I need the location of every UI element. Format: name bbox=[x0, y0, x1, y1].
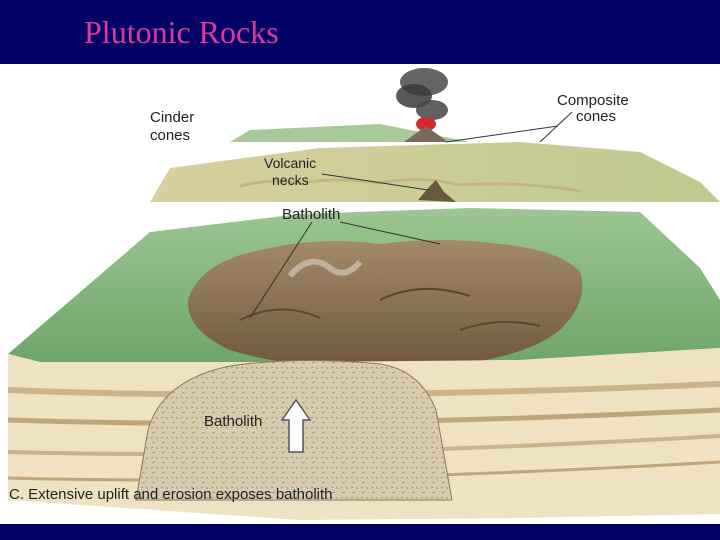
label-volcanic-necks-line2: necks bbox=[272, 172, 309, 188]
label-composite-cones-line1: Composite bbox=[557, 92, 629, 109]
header-bar: Plutonic Rocks bbox=[0, 0, 720, 64]
geology-diagram: Cinder cones Composite cones Volcanic ne… bbox=[7, 68, 720, 520]
label-batholith-bottom: Batholith bbox=[204, 413, 262, 430]
label-cinder-cones-line2: cones bbox=[150, 127, 190, 144]
composite-volcano bbox=[396, 68, 448, 142]
uplift-arrow-icon bbox=[280, 398, 312, 453]
label-composite-cones-line2: cones bbox=[576, 108, 616, 125]
slide-title: Plutonic Rocks bbox=[84, 14, 279, 50]
footer-bar bbox=[0, 524, 720, 540]
volcanic-neck-shape bbox=[418, 180, 456, 202]
terrain-surface bbox=[8, 208, 720, 369]
diagram-caption: C. Extensive uplift and erosion exposes … bbox=[9, 486, 333, 503]
panel-volcanic-necks bbox=[150, 142, 720, 202]
leader-lines bbox=[249, 111, 573, 319]
panel-cinder-cones bbox=[230, 124, 470, 142]
label-batholith-top: Batholith bbox=[282, 206, 340, 223]
label-volcanic-necks-line1: Volcanic bbox=[264, 155, 316, 171]
label-cinder-cones-line1: Cinder bbox=[150, 109, 194, 126]
